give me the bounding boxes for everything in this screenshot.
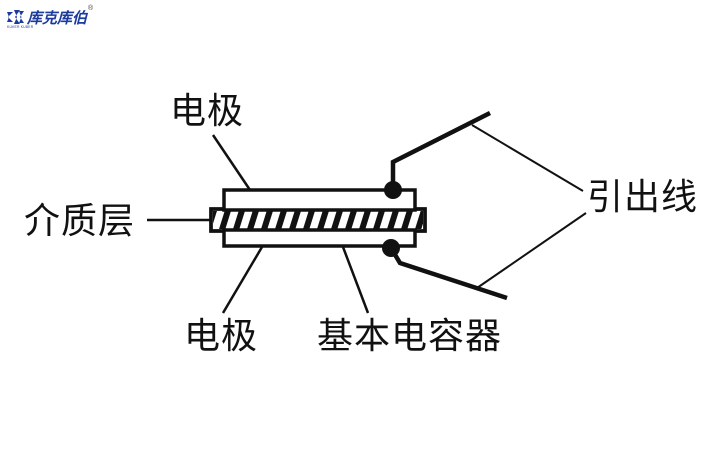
top-electrode-rect: [222, 188, 417, 212]
label-lead-wires: 引出线: [587, 177, 699, 217]
pointer-line-top-electrode: [211, 134, 252, 191]
brand-name: 库克库伯: [27, 10, 88, 27]
label-dielectric-layer: 介质层: [24, 201, 136, 241]
top-lead-wire: [390, 110, 492, 192]
brand-mark-icon: [7, 10, 24, 24]
brand-subtext: KUKER KUBER: [7, 25, 34, 29]
top-terminal-dot: [384, 181, 402, 199]
label-top-electrode: 电极: [170, 91, 245, 131]
pointer-line-lead-lower: [476, 212, 587, 289]
dielectric-hatching: [213, 211, 423, 229]
label-bottom-electrode: 电极: [184, 316, 259, 356]
registered-trademark-symbol: ®: [88, 5, 94, 12]
pointer-line-basic-capacitor: [341, 246, 370, 314]
bottom-electrode-rect: [222, 228, 417, 248]
pointer-line-lead-upper: [471, 124, 584, 192]
bottom-lead-wire: [389, 246, 508, 301]
label-basic-capacitor: 基本电容器: [317, 316, 503, 356]
bottom-terminal-dot: [382, 239, 400, 257]
pointer-line-bottom-electrode: [221, 246, 264, 314]
